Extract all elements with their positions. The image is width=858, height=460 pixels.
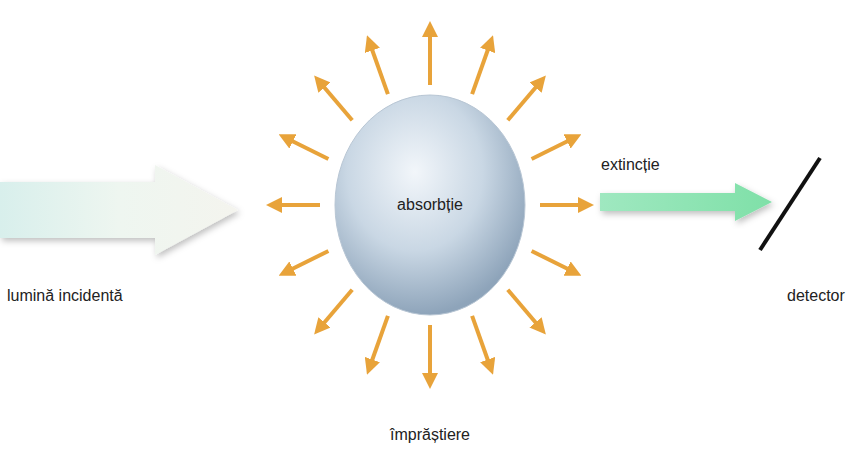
extinction-label: extincție [598, 155, 663, 175]
detector-label: detector [784, 286, 848, 306]
node-text: absorbție [397, 196, 463, 214]
incident-light-arrow [0, 165, 238, 255]
incident-light-label: lumină incidentă [4, 286, 126, 306]
scattering-label: împrăștiere [387, 425, 473, 445]
scattering-arrows [272, 27, 588, 383]
detector-plate [760, 158, 820, 250]
particle-sphere: absorbție [333, 93, 527, 317]
extinction-arrow [600, 183, 772, 221]
